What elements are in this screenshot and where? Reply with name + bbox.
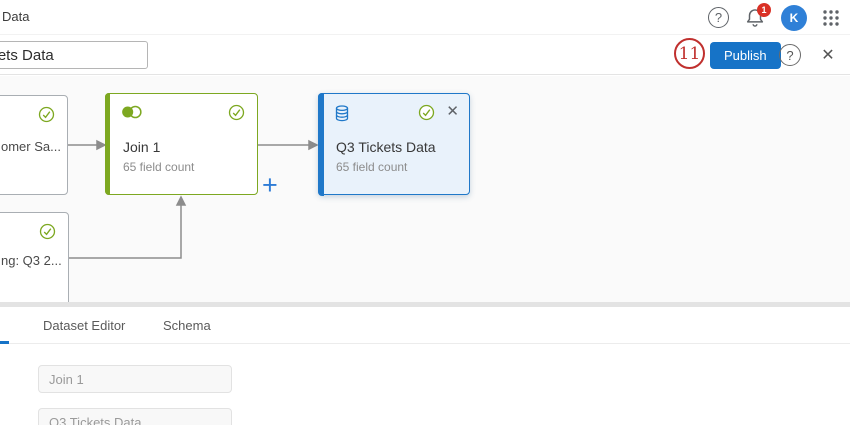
tab-schema[interactable]: Schema [163,318,211,333]
node-subtitle: 65 field count [336,160,408,174]
help-glyph: ? [714,10,723,25]
check-circle-icon [228,104,245,126]
app-launcher-grid-icon[interactable] [822,9,840,27]
add-node-plus-icon[interactable]: + [262,172,278,199]
remove-node-icon[interactable]: ✕ [446,102,459,120]
help-glyph: ? [786,47,794,63]
editor-header: 11 Publish ? ✕ [0,35,850,75]
flow-node-source-2[interactable]: ng: Q3 2... [0,212,69,302]
active-tab-indicator-partial [0,341,9,344]
close-icon[interactable]: ✕ [817,44,839,66]
annotation-number: 11 [678,43,701,64]
flow-node-source-1[interactable]: omer Sa... [0,95,68,195]
node-label: ng: Q3 2... [1,253,62,268]
bottom-panel: Dataset Editor Schema [0,307,850,425]
app-bar: Data ? 1 K [0,0,850,35]
database-icon [334,105,350,127]
app-bar-actions: ? 1 K [708,0,840,35]
notification-badge: 1 [757,2,771,17]
breadcrumb: Data [2,9,30,24]
join-name-field[interactable] [38,365,232,393]
publish-button[interactable]: Publish [710,42,781,69]
help-icon[interactable]: ? [708,7,729,28]
avatar-initial: K [789,10,799,25]
join-icon [121,105,142,124]
dataset-title-input[interactable] [0,41,148,69]
check-circle-icon [418,104,435,126]
flow-connectors [68,139,319,259]
output-dataset-name-field[interactable] [38,408,232,425]
panel-tabs-row: Dataset Editor Schema [0,307,850,344]
flow-canvas[interactable]: omer Sa... Join 1 65 field count [0,76,850,302]
annotation-step-marker: 11 [674,38,705,69]
check-circle-icon [39,223,56,245]
node-title: Join 1 [123,139,161,155]
panel-divider [0,302,850,307]
check-circle-icon [38,106,55,128]
close-glyph: ✕ [446,103,459,120]
node-title: Q3 Tickets Data [336,139,436,155]
tab-dataset-editor[interactable]: Dataset Editor [43,318,126,333]
editor-help-icon[interactable]: ? [779,44,801,66]
flow-node-join[interactable]: Join 1 65 field count [105,93,258,195]
node-subtitle: 65 field count [123,160,195,174]
avatar[interactable]: K [781,4,807,31]
notifications-bell-icon[interactable]: 1 [744,2,771,29]
close-glyph: ✕ [821,47,835,64]
flow-node-output-dataset[interactable]: ✕ Q3 Tickets Data 65 field count [317,92,470,196]
node-label: omer Sa... [1,139,61,154]
plus-glyph: + [262,170,278,200]
